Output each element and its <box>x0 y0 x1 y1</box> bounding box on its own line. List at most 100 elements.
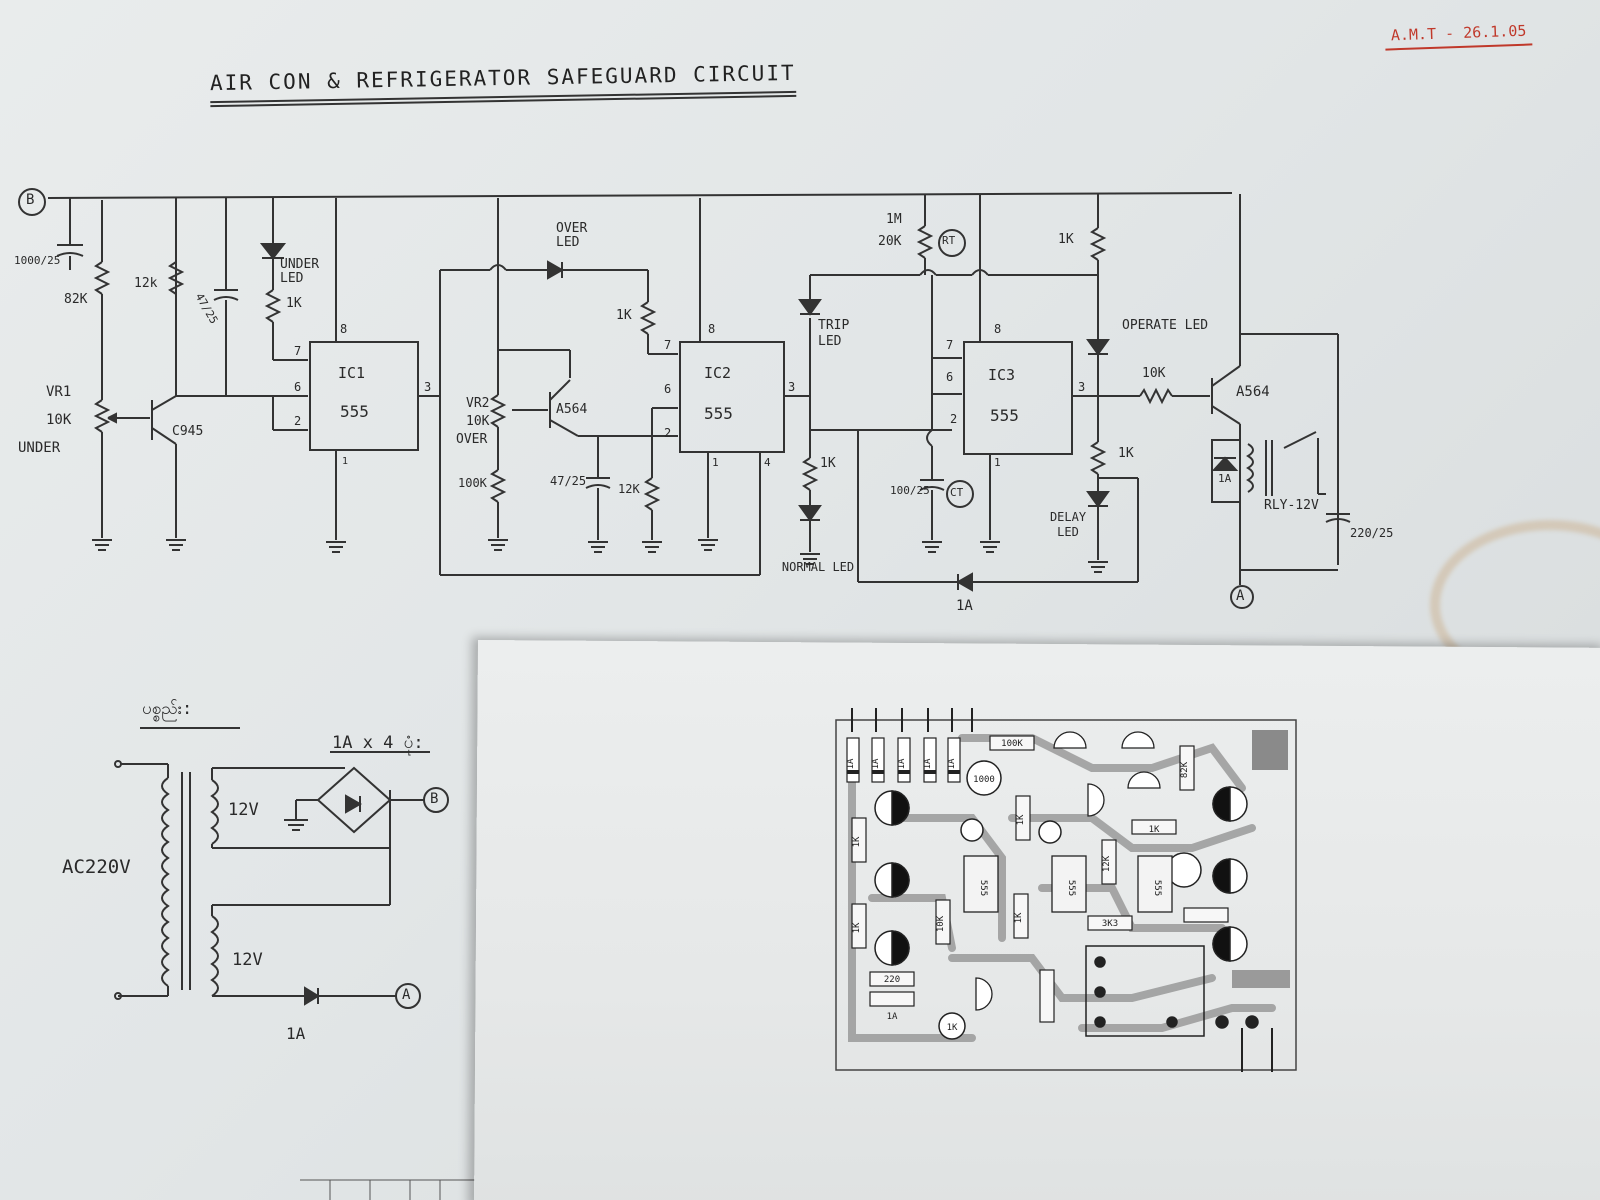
pcb-part-label: 1000 <box>973 775 995 785</box>
ic1-type: 555 <box>340 402 369 421</box>
ic2-name: IC2 <box>704 364 732 382</box>
pcb-part-label: 1K <box>852 922 862 933</box>
secondary-winding-1 <box>210 779 219 845</box>
ic2-pin4: 4 <box>764 456 771 469</box>
cap-47-b-label: 47/25 <box>550 474 587 488</box>
resistor-82k <box>93 261 111 295</box>
pcb-top-part-label: 1A <box>897 758 907 769</box>
ic2-pin7: 7 <box>664 338 672 352</box>
pcb-part-label: 555 <box>1152 880 1162 896</box>
ic3-pin7: 7 <box>946 338 954 352</box>
led-operate-label: OPERATE LED <box>1122 318 1209 333</box>
ic3-pin6: 6 <box>946 370 954 384</box>
ic2-pin1: 1 <box>712 456 719 469</box>
res-100k-label: 100K <box>458 476 487 490</box>
pcb-layout: 1A1A1A1A1A100K100082K1K1K1K12K5555555551… <box>835 708 1297 1072</box>
cap-220-label: 220/25 <box>1350 526 1394 540</box>
vr2-value: 10K <box>466 414 490 429</box>
rt-1m-label: 1M <box>886 212 902 227</box>
sec1-label: 12V <box>228 800 259 820</box>
node-a-out-circle <box>395 983 421 1009</box>
vr2-function: OVER <box>456 432 488 447</box>
pcb-relay <box>1085 945 1259 1037</box>
res-12k-b-label: 12K <box>618 482 640 496</box>
relay-label: RLY-12V <box>1264 498 1319 513</box>
ic1-pin8: 8 <box>340 322 348 336</box>
pcb-part-label: 10K <box>936 915 946 932</box>
pcb-top-part-label: 1A <box>923 758 933 769</box>
ic1-pin7: 7 <box>294 344 302 358</box>
q1-label: C945 <box>172 424 204 439</box>
node-a-label: A <box>1236 588 1245 604</box>
node-b-label: B <box>26 192 35 208</box>
ic1-pin3: 3 <box>424 380 432 394</box>
pcb-part-label: 82K <box>1180 761 1190 778</box>
resistor-10k <box>1139 387 1173 405</box>
vr2-label: VR2 <box>466 396 490 411</box>
pcb-part-label: 1K <box>1149 825 1160 835</box>
rt-symbol: RT <box>942 234 956 247</box>
resistor-100k <box>489 469 507 503</box>
rt-20k-label: 20K <box>878 234 902 249</box>
ic2-type: 555 <box>704 404 733 423</box>
node-b-circle <box>18 188 46 216</box>
res-10k-label: 10K <box>1142 366 1166 381</box>
q3-label: A564 <box>1236 384 1270 400</box>
led-delay-label: DELAY LED <box>1049 510 1087 539</box>
ac-input-label: AC220V <box>62 856 131 878</box>
node-a-out-label: A <box>402 987 411 1003</box>
node-b-out-circle <box>423 787 449 813</box>
pcb-part-label: 1K <box>852 836 862 847</box>
ct-value: 100/25 <box>890 484 930 497</box>
ic1-pin6: 6 <box>294 380 302 394</box>
resistor-12k-a <box>167 261 185 295</box>
pcb-top-part-label: 1A <box>846 758 856 769</box>
res-1k-e-label: 1K <box>1118 446 1134 461</box>
resistor-1k-d <box>1089 227 1107 261</box>
pcb-part-label: 12K <box>1102 855 1112 872</box>
resistor-1k-c <box>801 457 819 491</box>
vr1-potentiometer <box>93 399 111 433</box>
ic2-pin2: 2 <box>664 426 672 440</box>
q2-label: A564 <box>556 402 588 417</box>
secondary-winding-2 <box>210 915 219 997</box>
resistor-12k-b <box>643 477 661 511</box>
supply-heading: ပစ္စည်း: <box>142 699 193 719</box>
ic2-pin3: 3 <box>788 380 796 394</box>
primary-winding <box>161 777 170 987</box>
ic3-pin8: 8 <box>994 322 1002 336</box>
pcb-part-label: 555 <box>978 880 988 896</box>
pcb-top-part-label: 1A <box>947 758 957 769</box>
vr1-label: VR1 <box>46 384 72 400</box>
cap-1000-label: 1000/25 <box>14 254 61 267</box>
ground-symbols <box>92 539 1108 573</box>
pcb-resistors <box>851 735 1229 1023</box>
ic1-pin2: 2 <box>294 414 302 428</box>
ic2-pin8: 8 <box>708 322 716 336</box>
pcb-top-part-label: 1A <box>871 758 881 769</box>
vr1-value: 10K <box>46 412 72 428</box>
diode-1a-a-label: 1A <box>956 598 973 614</box>
resistor-1k-b <box>639 301 657 335</box>
res-12k-a-label: 12k <box>134 276 158 291</box>
pcb-part-label: 1K <box>947 1023 958 1033</box>
led-normal-label: NORMAL LED <box>781 560 855 574</box>
pcb-part-label: 220 <box>884 975 900 985</box>
pcb-part-label: 1A <box>887 1012 898 1022</box>
ic1-box <box>309 341 419 451</box>
ic2-box <box>679 341 785 453</box>
resistor-1k-a <box>264 289 282 323</box>
res-82k-label: 82K <box>64 292 88 307</box>
grid-strip <box>300 1179 480 1200</box>
pcb-part-label: 100K <box>1001 739 1023 749</box>
main-schematic <box>18 188 1351 609</box>
ic1-pin1: 1 <box>342 456 349 467</box>
resistor-1k-e <box>1089 441 1107 475</box>
power-supply-schematic <box>114 727 449 1009</box>
ct-symbol: CT <box>950 486 964 499</box>
thermistor-rt <box>916 225 934 259</box>
pcb-transistors <box>975 731 1161 1011</box>
ic1-name: IC1 <box>338 364 366 382</box>
